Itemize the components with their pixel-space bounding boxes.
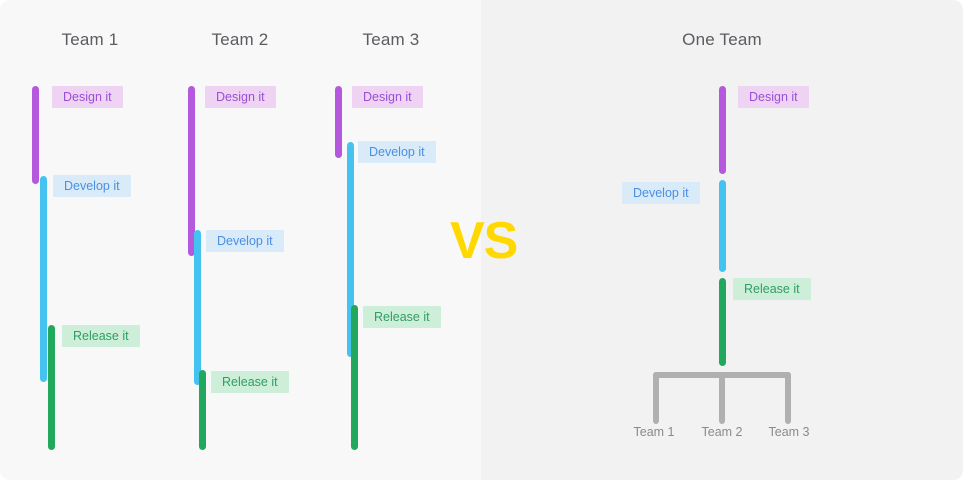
chip-one-team-develop: Develop it — [622, 182, 700, 204]
chip-one-team-release: Release it — [733, 278, 811, 300]
bar-one-team-design — [719, 86, 726, 174]
column-title-team-3: Team 3 — [362, 30, 420, 49]
bracket-leg-left — [653, 372, 659, 424]
bar-team-3-release — [351, 305, 358, 450]
vs-label: VS — [450, 212, 518, 270]
chip-team-2-design: Design it — [205, 86, 276, 108]
chip-team-2-release: Release it — [211, 371, 289, 393]
bar-team-3-design — [335, 86, 342, 158]
panel-one-team: One Team Design it Develop it Release it… — [481, 0, 963, 480]
bar-team-2-release — [199, 370, 206, 450]
chip-team-1-design: Design it — [52, 86, 123, 108]
bar-one-team-release — [719, 278, 726, 366]
bar-team-1-develop — [40, 176, 47, 382]
chip-team-3-develop: Develop it — [358, 141, 436, 163]
bar-team-1-design — [32, 86, 39, 184]
column-title-one-team: One Team — [682, 30, 762, 49]
bar-team-3-develop — [347, 142, 354, 357]
bracket-leg-right — [785, 372, 791, 424]
chip-team-2-develop: Develop it — [206, 230, 284, 252]
column-title-team-1: Team 1 — [61, 30, 119, 49]
bar-one-team-develop — [719, 180, 726, 272]
bracket-leg-center — [719, 372, 725, 424]
chip-one-team-design: Design it — [738, 86, 809, 108]
bar-team-2-develop — [194, 230, 201, 385]
chip-team-1-develop: Develop it — [53, 175, 131, 197]
bracket-label-team-1: Team 1 — [633, 425, 675, 439]
bracket-label-team-3: Team 3 — [768, 425, 810, 439]
chip-team-3-release: Release it — [363, 306, 441, 328]
bracket-label-team-2: Team 2 — [701, 425, 743, 439]
chip-team-1-release: Release it — [62, 325, 140, 347]
chip-team-3-design: Design it — [352, 86, 423, 108]
column-title-team-2: Team 2 — [211, 30, 269, 49]
bar-team-1-release — [48, 325, 55, 450]
panel-separate-teams: Team 1 Team 2 Team 3 Design it Develop i… — [0, 0, 481, 480]
bar-team-2-design — [188, 86, 195, 256]
